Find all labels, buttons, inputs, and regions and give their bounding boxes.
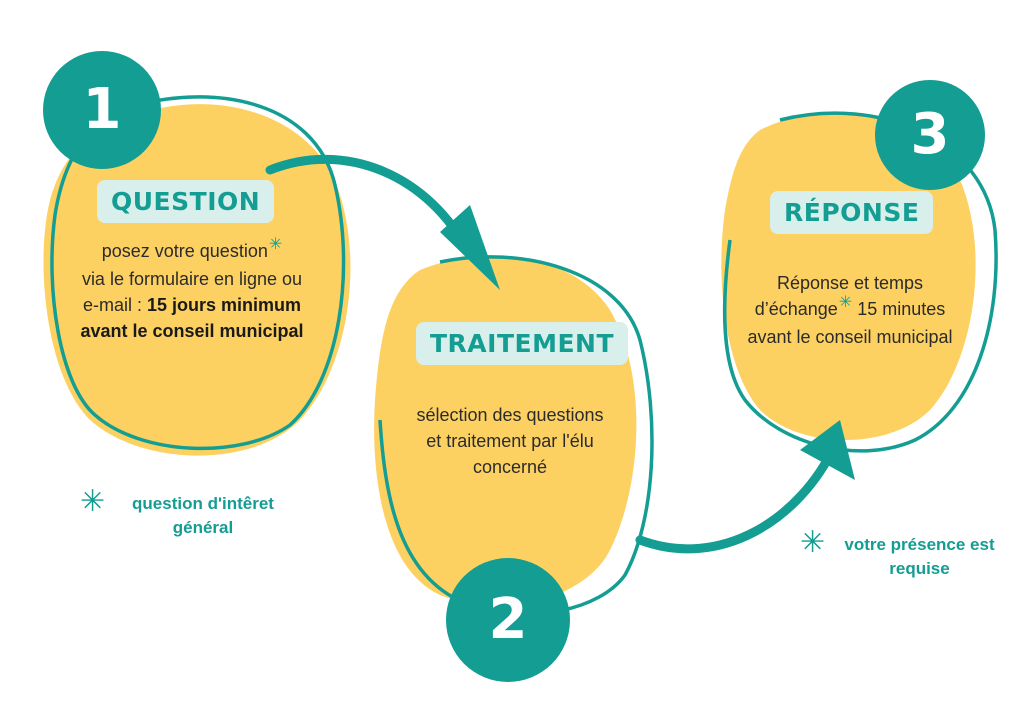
arrow-head-icon: [440, 205, 500, 290]
step-2-outline: [378, 255, 654, 616]
step-1-text-line-1: posez votre question: [101, 241, 268, 261]
step-1-number: 1: [82, 77, 122, 142]
step-1-description: posez votre question✳ via le formulaire …: [72, 236, 312, 344]
step-1-title: QUESTION: [97, 180, 275, 223]
step-1-deadline: 15 jours minimum avant le conseil munici…: [80, 295, 304, 341]
step-1-outline: [50, 95, 346, 451]
step-2-title: TRAITEMENT: [416, 322, 629, 365]
step-1-text-line-2: via le formulaire en ligne ou e-mail :: [81, 269, 303, 315]
asterisk-icon: ✳: [80, 485, 106, 518]
curved-arrow-icon: [635, 440, 840, 554]
step-3-text-line-1: Réponse et temps d’échange: [754, 273, 924, 319]
note-presence: votre présence est requise: [844, 535, 995, 578]
note-general-interest: question d'intêret général: [132, 494, 274, 537]
asterisk-icon: ✳: [838, 294, 853, 311]
asterisk-icon: ✳: [268, 236, 283, 253]
step-2-number-circle: [446, 558, 570, 682]
asterisk-icon: ✳: [800, 526, 826, 559]
step-2-number: 2: [488, 587, 528, 652]
step-3-text-line-2: 15 minutes avant le conseil municipal: [747, 299, 953, 347]
step-3-number: 3: [910, 102, 950, 167]
step-3-number-circle: [875, 80, 985, 190]
step-3-title: RÉPONSE: [770, 191, 934, 234]
step-2-description: sélection des questions et traitement pa…: [416, 405, 604, 477]
step-3-description: Réponse et temps d’échange✳ 15 minutes a…: [745, 270, 955, 350]
arrow-head-icon: [800, 420, 855, 480]
step-1-number-circle: [43, 51, 161, 169]
